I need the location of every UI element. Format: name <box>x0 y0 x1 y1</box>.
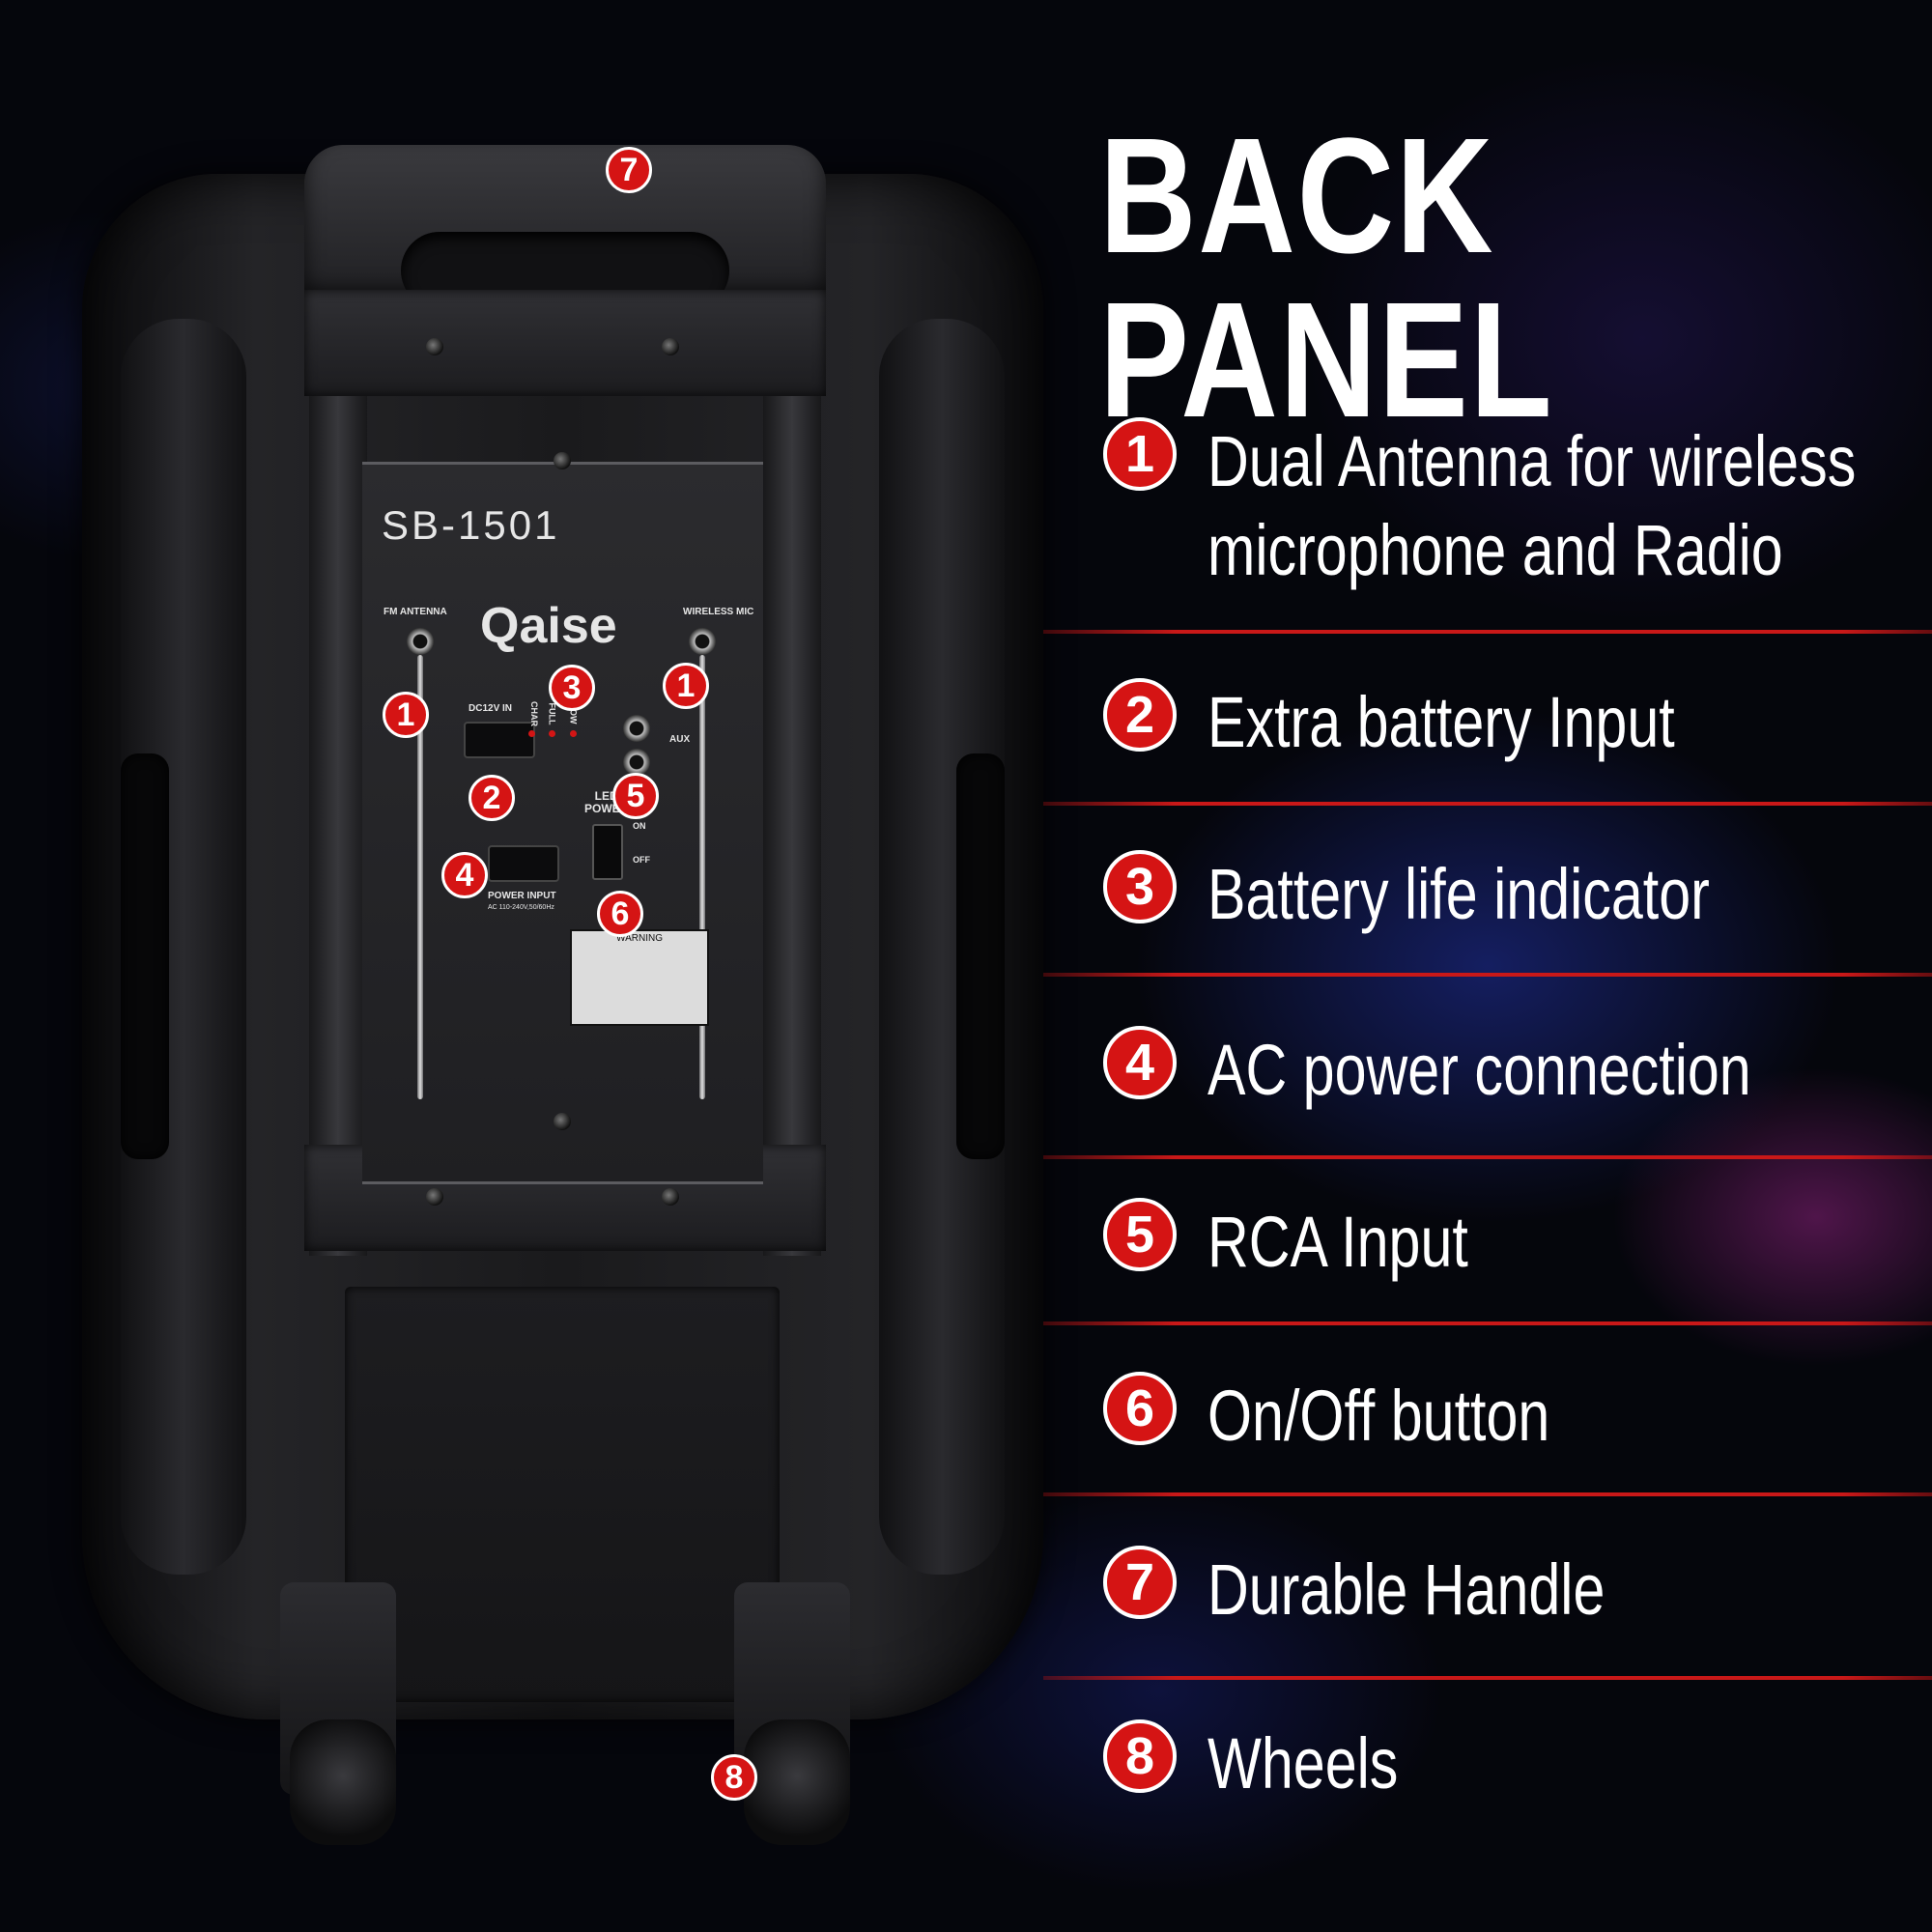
warning-sticker: WARNING <box>570 929 709 1026</box>
off-label: OFF <box>633 855 650 865</box>
feature-text: Dual Antenna for wireless microphone and… <box>1208 417 1856 595</box>
feature-text: On/Off button <box>1208 1376 1550 1456</box>
photo-marker-4: 4 <box>441 852 488 898</box>
divider <box>1043 1155 1932 1159</box>
model-label: SB-1501 <box>382 502 560 548</box>
feature-number-badge: 3 <box>1103 850 1177 923</box>
feature-number-badge: 5 <box>1103 1198 1177 1271</box>
feature-number-badge: 4 <box>1103 1026 1177 1099</box>
power-spec-label: AC 110-240V,50/60Hz <box>488 904 554 911</box>
upper-frame-bar <box>304 290 826 396</box>
photo-marker-8: 8 <box>711 1754 757 1801</box>
power-input-label: POWER INPUT <box>488 891 556 901</box>
left-grip <box>121 753 169 1159</box>
ac-power-socket <box>488 845 559 882</box>
photo-marker-2: 2 <box>469 775 515 821</box>
char-label: CHAR <box>529 701 539 726</box>
control-plate <box>362 462 763 1184</box>
feature-line: microphone and Radio <box>1208 510 1783 590</box>
low-led <box>570 730 577 737</box>
photo-marker-6: 6 <box>597 891 643 937</box>
right-frame-post <box>763 290 821 1256</box>
page-title: BACK PANEL <box>1099 104 1554 452</box>
char-led <box>528 730 535 737</box>
fm-antenna-rod <box>417 655 423 1099</box>
battery-compartment-panel <box>345 1287 780 1702</box>
feature-item-3: 3 Battery life indicator <box>1103 850 1924 939</box>
wireless-mic-jack <box>689 628 716 655</box>
divider <box>1043 630 1932 634</box>
battery-input-socket <box>464 722 535 758</box>
full-label: FULL <box>547 702 557 725</box>
dc-in-label: DC12V IN <box>469 703 513 714</box>
feature-number-badge: 1 <box>1103 417 1177 491</box>
feature-line: Dual Antenna for wireless <box>1208 421 1857 501</box>
feature-text: Durable Handle <box>1208 1549 1605 1630</box>
feature-item-2: 2 Extra battery Input <box>1103 678 1924 767</box>
feature-item-6: 6 On/Off button <box>1103 1372 1924 1461</box>
right-wheel <box>744 1719 850 1845</box>
photo-marker-1-right: 1 <box>663 663 709 709</box>
aux-label: AUX <box>669 734 691 745</box>
wireless-mic-label: WIRELESS MIC <box>683 607 754 617</box>
warning-title: WARNING <box>616 933 663 944</box>
feature-text: RCA Input <box>1208 1202 1468 1282</box>
divider <box>1043 973 1932 977</box>
feature-number-badge: 2 <box>1103 678 1177 752</box>
left-wheel <box>290 1719 396 1845</box>
feature-item-4: 4 AC power connection <box>1103 1026 1924 1115</box>
photo-marker-1-left: 1 <box>383 692 429 738</box>
mic-antenna-rod <box>699 655 705 1099</box>
divider <box>1043 1321 1932 1325</box>
feature-item-7: 7 Durable Handle <box>1103 1546 1924 1634</box>
feature-item-5: 5 RCA Input <box>1103 1198 1924 1287</box>
feature-number-badge: 8 <box>1103 1719 1177 1793</box>
right-grip <box>956 753 1005 1159</box>
power-switch <box>592 824 623 880</box>
feature-text: AC power connection <box>1208 1030 1751 1110</box>
feature-item-8: 8 Wheels <box>1103 1719 1924 1808</box>
photo-marker-5: 5 <box>612 773 659 819</box>
feature-text: Battery life indicator <box>1208 854 1710 934</box>
left-frame-post <box>309 290 367 1256</box>
brand-logo: Qaise <box>480 598 617 654</box>
photo-marker-7: 7 <box>606 147 652 193</box>
divider <box>1043 1492 1932 1496</box>
fm-antenna-label: FM ANTENNA <box>384 607 447 617</box>
rca-jack-red <box>623 749 650 776</box>
on-label: ON <box>633 821 646 831</box>
fm-antenna-jack <box>407 628 434 655</box>
feature-number-badge: 6 <box>1103 1372 1177 1445</box>
feature-item-1: 1 Dual Antenna for wireless microphone a… <box>1103 417 1924 595</box>
feature-text: Wheels <box>1208 1723 1399 1804</box>
divider <box>1043 802 1932 806</box>
feature-number-badge: 7 <box>1103 1546 1177 1619</box>
full-led <box>549 730 555 737</box>
rca-jack-white <box>623 715 650 742</box>
photo-marker-3: 3 <box>549 665 595 711</box>
speaker-back: SB-1501 Qaise FM ANTENNA WIRELESS MIC DC… <box>82 145 1043 1845</box>
divider <box>1043 1676 1932 1680</box>
feature-text: Extra battery Input <box>1208 682 1675 762</box>
